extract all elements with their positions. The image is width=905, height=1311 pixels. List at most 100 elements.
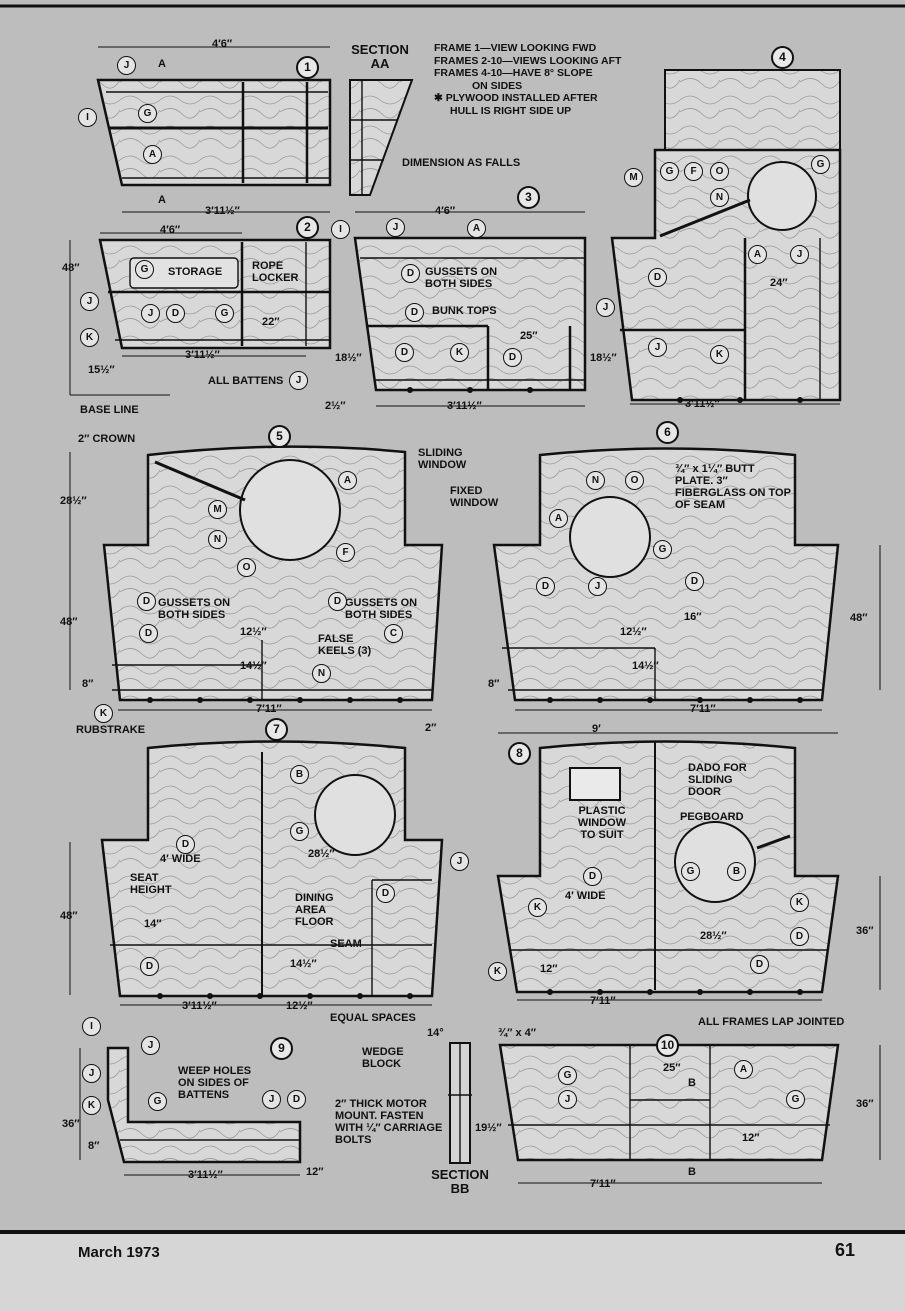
note-line: HULL IS RIGHT SIDE UP: [450, 104, 572, 117]
part-i-circle: I: [78, 108, 97, 127]
gussets-label-5a: GUSSETS ON BOTH SIDES: [158, 597, 231, 621]
dim-12-frame9: 12″: [306, 1166, 324, 1178]
dim-2-5: 2½″: [325, 400, 346, 412]
part-k-circle: K: [450, 343, 469, 362]
section-a-marker-bottom: A: [158, 194, 166, 206]
frame-2-outline: [98, 238, 332, 350]
dim-9-frame8: 9′: [592, 723, 601, 735]
frame-number-2: 2: [296, 216, 319, 239]
dim-7-11-frame5: 7′11″: [256, 703, 282, 715]
storage-label: STORAGE: [168, 266, 223, 278]
dim-14deg: 14°: [427, 1027, 444, 1039]
motor-mount-label: 2″ THICK MOTOR MOUNT. FASTEN WITH ¼″ CAR…: [335, 1098, 443, 1146]
bunk-tops-label: BUNK TOPS: [432, 305, 497, 317]
dim-4-6-frame3: 4′6″: [435, 205, 456, 217]
dim-36-frame9: 36″: [62, 1118, 80, 1130]
general-notes: FRAME 1—VIEW LOOKING FWD FRAMES 2-10—VIE…: [434, 42, 621, 117]
dim-48-frame6: 48″: [850, 612, 868, 624]
section-aa-label: SECTION AA: [351, 42, 409, 71]
part-d-circle: D: [166, 304, 185, 323]
dim-3-4x4: ¾″ x 4″: [498, 1027, 537, 1039]
issue-date: March 1973: [78, 1244, 160, 1261]
dim-25-frame10: 25″: [663, 1062, 681, 1074]
dim-36-frame10: 36″: [856, 1098, 874, 1110]
part-g-circle: G: [786, 1090, 805, 1109]
part-d-circle: D: [503, 348, 522, 367]
part-j-circle: J: [588, 577, 607, 596]
dim-15-5: 15½″: [88, 364, 115, 376]
seam-label: SEAM: [330, 938, 362, 950]
dim-3-11-frame1: 3′11½″: [205, 205, 240, 217]
part-g-circle: G: [138, 104, 157, 123]
part-d-circle: D: [790, 927, 809, 946]
dim-4-6-frame2: 4′6″: [160, 224, 181, 236]
frame-number-7: 7: [265, 718, 288, 741]
frame-number-4: 4: [771, 46, 794, 69]
frame-number-5: 5: [268, 425, 291, 448]
part-d-circle: D: [137, 592, 156, 611]
part-o-circle: N: [710, 188, 729, 207]
dim-28-5-frame8: 28½″: [700, 930, 727, 942]
dim-8-frame9: 8″: [88, 1140, 100, 1152]
plastic-window-label: PLASTIC WINDOW TO SUIT: [577, 805, 627, 841]
part-j-circle: J: [141, 1036, 160, 1055]
four-wide-label-8: 4′ WIDE: [565, 890, 606, 902]
part-j-circle: J: [117, 56, 136, 75]
wedge-block-label: WEDGE BLOCK: [362, 1046, 404, 1070]
part-j-circle: J: [386, 218, 405, 237]
crown-label: 2″ CROWN: [78, 433, 136, 445]
part-d-circle: D: [685, 572, 704, 591]
part-p-circle: O: [710, 162, 729, 181]
pegboard-label: PEGBOARD: [680, 811, 744, 823]
part-i-circle: I: [331, 220, 350, 239]
dim-16-frame6: 16″: [684, 611, 702, 623]
false-keels-label: FALSE KEELS (3): [318, 633, 372, 657]
part-g-circle: G: [558, 1066, 577, 1085]
part-d-circle: D: [140, 957, 159, 976]
equal-spaces-label: EQUAL SPACES: [330, 1012, 416, 1024]
part-k-circle: K: [528, 898, 547, 917]
frame-number-9: 9: [270, 1037, 293, 1060]
part-g-circle: G: [660, 162, 679, 181]
base-line-label: BASE LINE: [80, 404, 139, 416]
part-j-circle: J: [558, 1090, 577, 1109]
section-a-marker-top: A: [158, 58, 166, 70]
part-a-circle: A: [549, 509, 568, 528]
gussets-label-5b: GUSSETS ON BOTH SIDES: [345, 597, 418, 621]
part-g-circle: G: [148, 1092, 167, 1111]
dim-3-11-frame4: 3′11½″: [685, 398, 720, 410]
part-g-circle: G: [653, 540, 672, 559]
dim-7-11-frame6: 7′11″: [690, 703, 716, 715]
part-d-circle: D: [139, 624, 158, 643]
part-a-circle: A: [143, 145, 162, 164]
dim-28-5-frame7: 28½″: [308, 848, 335, 860]
dining-floor-label: DINING AREA FLOOR: [295, 892, 334, 928]
dim-12-5-frame5: 12½″: [240, 626, 267, 638]
frame-number-10: 10: [656, 1034, 679, 1057]
part-k-circle: K: [94, 704, 113, 723]
dim-3-11-frame3: 3′11½″: [447, 400, 482, 412]
note-line: ON SIDES: [472, 79, 523, 92]
seat-height-label: SEAT HEIGHT: [130, 872, 172, 896]
frame-drawings: [0, 4, 905, 1184]
dim-25-frame3: 25″: [520, 330, 538, 342]
part-k-circle: K: [80, 328, 99, 347]
part-d-circle: D: [405, 303, 424, 322]
page-number: 61: [834, 1240, 855, 1260]
part-p-circle: O: [237, 558, 256, 577]
part-n-circle: N: [586, 471, 605, 490]
dim-12-frame8: 12″: [540, 963, 558, 975]
part-g-circle: G: [290, 822, 309, 841]
part-d-circle: D: [401, 264, 420, 283]
section-b-marker-bottom: B: [688, 1166, 696, 1178]
dim-14-5-frame6: 14½″: [632, 660, 659, 672]
rope-locker-label: ROPE LOCKER: [252, 260, 299, 284]
dim-14-5-frame7: 14½″: [290, 958, 317, 970]
note-line: FRAMES 2-10—VIEWS LOOKING AFT: [434, 54, 622, 67]
part-g-circle: G: [681, 862, 700, 881]
part-a-circle: A: [748, 245, 767, 264]
all-battens-label: ALL BATTENS: [208, 375, 284, 387]
part-i-circle: I: [82, 1017, 101, 1036]
note-line: FRAMES 4-10—HAVE 8° SLOPE: [434, 67, 593, 79]
